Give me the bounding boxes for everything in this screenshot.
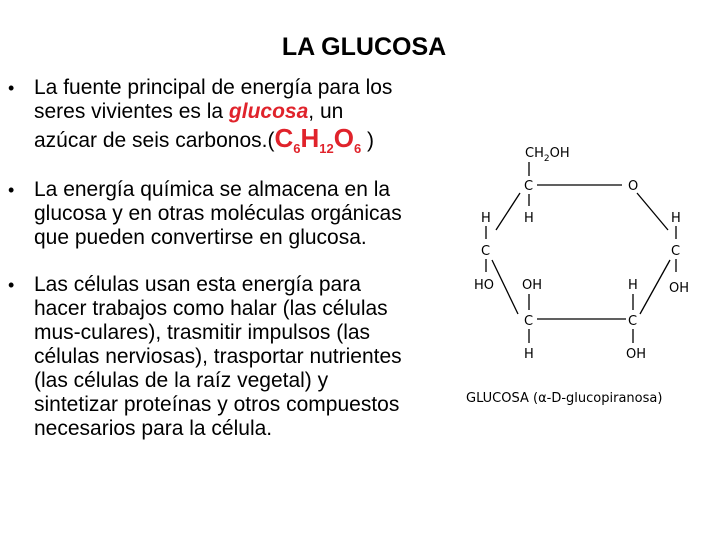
formula-c: C xyxy=(274,123,294,153)
text-line: sintetizar proteínas y otros compuestos xyxy=(34,393,400,416)
atom-o: O xyxy=(628,179,638,194)
bond-line xyxy=(636,192,669,231)
text-line: La fuente principal de energía para los xyxy=(34,76,393,99)
text-line: seres vivientes es la glucosa, un xyxy=(34,100,468,124)
atom-c1: C xyxy=(524,179,533,194)
text-fragment: , un xyxy=(308,100,344,123)
bullet-text: Las células usan esta energía para hacer… xyxy=(34,273,468,441)
chemical-formula: C6H12O6 xyxy=(274,123,362,156)
formula-h-subscript: 12 xyxy=(319,141,334,156)
text-line: La energía química se almacena en la xyxy=(34,178,391,201)
bond-line xyxy=(491,259,519,315)
structure-caption: GLUCOSA (α-D-glucopiranosa) xyxy=(466,391,662,406)
atom-c-bottom-right: C xyxy=(628,314,637,329)
bullet-dot-icon: • xyxy=(8,180,15,200)
text-fragment: azúcar de seis carbonos.( xyxy=(34,129,275,152)
atom-c-left: C xyxy=(481,244,490,259)
text-fragment: ) xyxy=(361,129,375,152)
formula-h: H xyxy=(300,123,320,153)
text-line: mus-culares), trasmitir impulsos (las xyxy=(34,321,371,344)
bullet-dot-icon: • xyxy=(8,275,15,295)
text-line: (las células de la raíz vegetal) y xyxy=(34,369,329,392)
text-line: azúcar de seis carbonos.(C6H12O6 ) xyxy=(34,123,468,161)
bullet-text: La fuente principal de energía para los … xyxy=(34,76,468,161)
text-line: glucosa y en otras moléculas orgánicas xyxy=(34,202,402,225)
atom-h-right: H xyxy=(671,211,681,226)
atom-h-left: H xyxy=(481,211,491,226)
formula-o-subscript: 6 xyxy=(353,141,362,156)
text-fragment: seres vivientes es la xyxy=(34,100,229,123)
atom-oh-bottom: OH xyxy=(626,347,646,362)
bond-line xyxy=(495,192,521,231)
glucose-structure-diagram: CH2OH C O H H C HO H C OH OH C H H C OH … xyxy=(466,146,689,406)
atom-ho-left: HO xyxy=(474,278,494,293)
formula-o: O xyxy=(333,123,354,153)
text-line: Las células usan esta energía para xyxy=(34,273,361,296)
text-line: necesarios para la célula. xyxy=(34,417,273,440)
atom-h-mid-right: H xyxy=(628,278,638,293)
atom-oh-right: OH xyxy=(669,281,689,296)
atom-c-right: C xyxy=(671,244,680,259)
atom-h-c1: H xyxy=(524,211,534,226)
bond-line xyxy=(639,259,671,315)
label-ch2oh: CH2OH xyxy=(525,146,570,164)
atom-h-bottom: H xyxy=(524,347,534,362)
atom-c-bottom-left: C xyxy=(524,314,533,329)
text-line: que pueden convertirse en glucosa. xyxy=(34,226,367,249)
slide-title: LA GLUCOSA xyxy=(281,33,447,61)
atom-oh-mid: OH xyxy=(522,278,542,293)
glucosa-highlight: glucosa xyxy=(228,100,309,123)
formula-c-subscript: 6 xyxy=(293,141,301,156)
bullet-dot-icon: • xyxy=(8,78,15,98)
text-line: hacer trabajos como halar (las células xyxy=(34,297,388,320)
bullet-text: La energía química se almacena en la glu… xyxy=(34,178,468,250)
text-line: células nerviosas), trasportar nutriente… xyxy=(34,345,402,368)
